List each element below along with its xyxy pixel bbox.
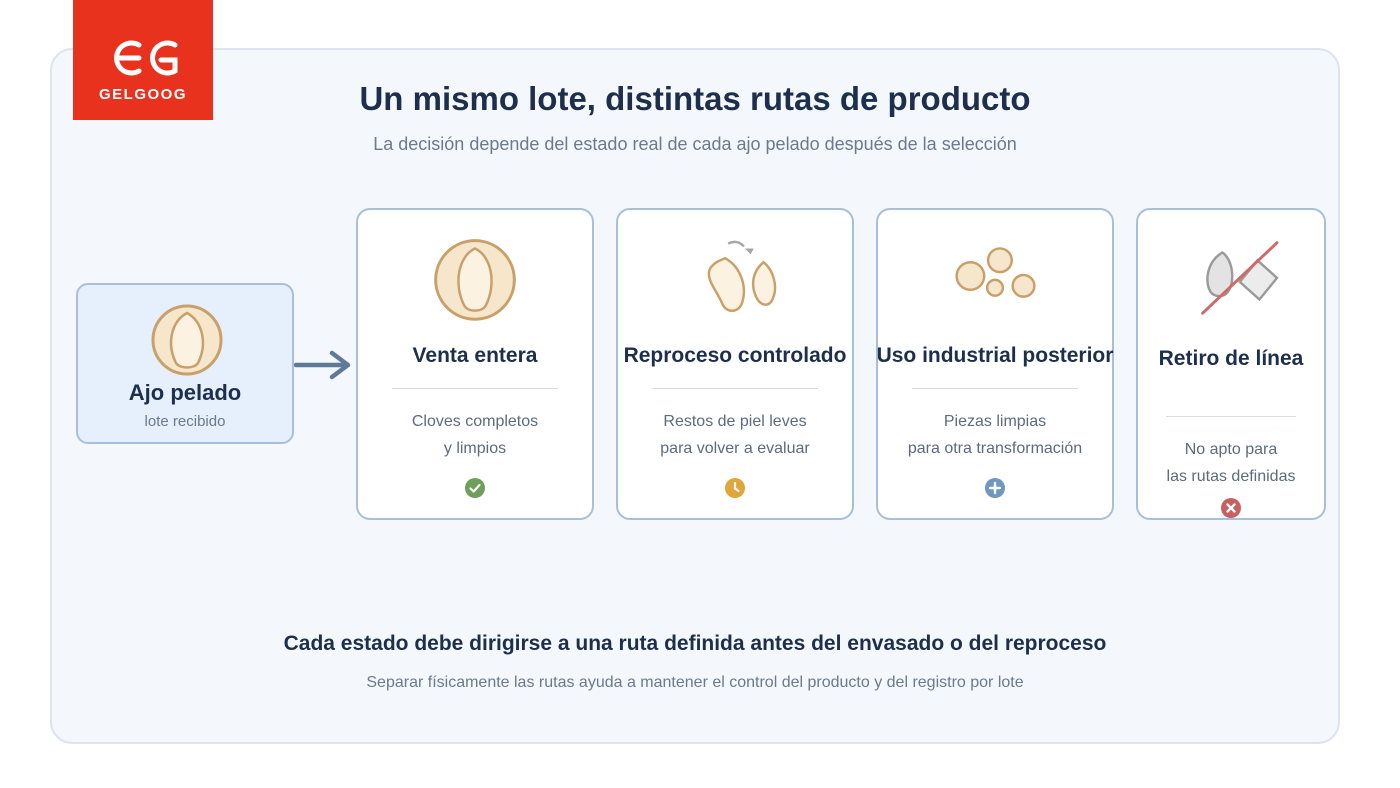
whole-clove-icon (434, 239, 516, 321)
route-card-venta-entera: Venta entera Cloves completos y limpios (356, 208, 594, 520)
garlic-clove-icon (151, 304, 223, 376)
rejected-icon (1201, 241, 1279, 315)
page-subtitle: La decisión depende del estado real de c… (373, 134, 1017, 154)
divider (652, 388, 818, 389)
route-title: Venta entera (412, 344, 538, 367)
route-title: Uso industrial posterior (876, 344, 1114, 367)
route-desc-line: Restos de piel leves (663, 413, 807, 430)
route-title: Retiro de línea (1158, 347, 1304, 370)
page-title: Un mismo lote, distintas rutas de produc… (359, 80, 1031, 117)
footer-title: Cada estado debe dirigirse a una ruta de… (283, 632, 1107, 655)
route-desc-line: Piezas limpias (943, 413, 1047, 430)
route-card-reproceso: Reproceso controlado Restos de piel leve… (616, 208, 854, 520)
route-desc-line: las rutas definidas (1166, 468, 1296, 485)
route-card-retiro: Retiro de línea No apto para las rutas d… (1136, 208, 1326, 520)
logo-text: GELGOOG (98, 86, 187, 103)
source-box: Ajo pelado lote recibido (76, 283, 294, 444)
split-clove-icon (707, 240, 777, 313)
clock-icon (725, 478, 745, 498)
route-title: Reproceso controlado (623, 344, 847, 367)
pieces-icon (955, 247, 1036, 298)
divider (912, 388, 1078, 389)
route-description: Piezas limpias para otra transformación (884, 408, 1106, 462)
divider (392, 388, 558, 389)
gelgoog-logo: GELGOOG (73, 0, 213, 120)
flow-arrow-icon (294, 350, 351, 380)
route-description: Cloves completos y limpios (364, 408, 586, 462)
route-description: Restos de piel leves para volver a evalu… (624, 408, 846, 462)
route-card-uso-industrial: Uso industrial posterior Piezas limpias … (876, 208, 1114, 520)
x-circle-icon (1221, 498, 1241, 518)
plus-circle-icon (985, 478, 1005, 498)
route-desc-line: y limpios (443, 440, 507, 457)
route-desc-line: Cloves completos (411, 413, 539, 430)
divider (1166, 416, 1296, 417)
route-description: No apto para las rutas definidas (1144, 436, 1318, 490)
route-desc-line: para otra transformación (907, 440, 1083, 457)
source-title: Ajo pelado (128, 380, 242, 405)
source-subtitle: lote recibido (144, 413, 226, 430)
route-desc-line: para volver a evaluar (660, 440, 810, 457)
route-desc-line: No apto para (1184, 441, 1278, 458)
check-circle-icon (465, 478, 485, 498)
footer-subtitle: Separar físicamente las rutas ayuda a ma… (366, 674, 1024, 691)
logo-mark-icon (114, 40, 178, 76)
